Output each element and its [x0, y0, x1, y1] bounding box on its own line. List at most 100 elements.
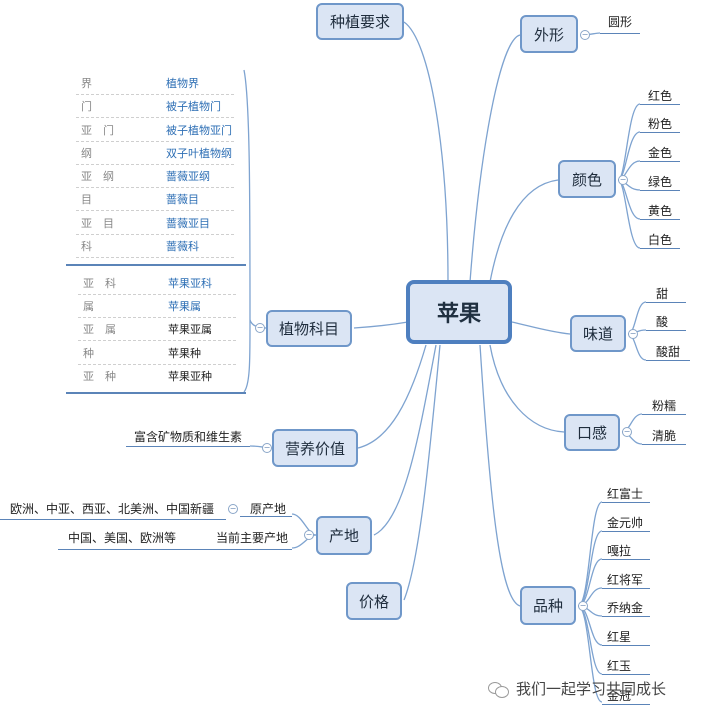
- taxonomy-rank: 界: [81, 77, 92, 90]
- variety-leaf[interactable]: 金元帅: [607, 516, 644, 530]
- taxonomy-rank: 种: [83, 347, 94, 360]
- underline: [640, 161, 680, 162]
- taxonomy-name: 双子叶植物纲: [166, 147, 232, 160]
- underline: [602, 588, 650, 589]
- underline: [640, 104, 680, 105]
- underline: [640, 190, 680, 191]
- nutrition-leaf[interactable]: 富含矿物质和维生素: [134, 430, 243, 444]
- topic-jiage[interactable]: 价格: [346, 582, 402, 620]
- watermark: 我们一起学习共同成长: [488, 678, 666, 699]
- topic-kougan[interactable]: 口感: [564, 414, 620, 451]
- variety-leaf[interactable]: 红富士: [607, 487, 644, 501]
- underline: [0, 519, 226, 520]
- edge-zhongzhi: [403, 21, 449, 283]
- current-region-value[interactable]: 中国、美国、欧洲等: [68, 531, 177, 545]
- color-leaf[interactable]: 绿色: [648, 175, 673, 189]
- block-top-rule: [66, 264, 246, 266]
- collapse-weidao-icon[interactable]: −: [628, 329, 638, 339]
- collapse-waixing-icon[interactable]: −: [580, 30, 590, 40]
- taxonomy-rank: 科: [81, 240, 92, 253]
- collapse-pinzhong-icon[interactable]: −: [578, 601, 588, 611]
- underline: [640, 132, 680, 133]
- topic-pinzhong[interactable]: 品种: [520, 586, 576, 625]
- collapse-yingyang-icon[interactable]: −: [262, 443, 272, 453]
- variety-leaf[interactable]: 嘎拉: [607, 544, 632, 558]
- texture-leaf[interactable]: 清脆: [652, 429, 677, 443]
- underline: [208, 549, 292, 550]
- taxonomy-rank: 亚 门: [81, 124, 114, 137]
- color-leaf[interactable]: 白色: [648, 233, 673, 247]
- watermark-text: 我们一起学习共同成长: [516, 680, 667, 698]
- underline: [602, 531, 650, 532]
- variety-leaf[interactable]: 红将军: [607, 573, 644, 587]
- row-divider: [78, 340, 236, 341]
- row-divider: [76, 234, 234, 235]
- topic-weidao[interactable]: 味道: [570, 315, 626, 352]
- underline: [240, 516, 292, 517]
- topic-zhiwu[interactable]: 植物科目: [266, 310, 352, 347]
- row-divider: [78, 317, 236, 318]
- topic-waixing[interactable]: 外形: [520, 15, 578, 53]
- underline: [642, 444, 686, 445]
- origin-label[interactable]: 原产地: [250, 502, 287, 516]
- underline: [58, 549, 208, 550]
- taxonomy-name: 苹果属: [168, 300, 201, 313]
- underline: [602, 645, 650, 646]
- row-divider: [76, 164, 234, 165]
- collapse-yuanchandi-icon[interactable]: −: [228, 504, 238, 514]
- taxonomy-rank: 亚 种: [83, 370, 116, 383]
- collapse-zhiwu-icon[interactable]: −: [255, 323, 265, 333]
- taxonomy-rank: 属: [83, 300, 94, 313]
- color-leaf[interactable]: 粉色: [648, 117, 673, 131]
- edge-kougan: [489, 344, 565, 433]
- edge-yanse: [489, 179, 559, 283]
- underline: [126, 446, 250, 447]
- root-node[interactable]: 苹果: [406, 280, 512, 344]
- collapse-kougan-icon[interactable]: −: [622, 427, 632, 437]
- taste-leaf[interactable]: 酸甜: [656, 345, 681, 359]
- underline: [602, 674, 650, 675]
- taxonomy-name: 蔷薇科: [166, 240, 199, 253]
- waixing-leaf[interactable]: 圆形: [608, 15, 633, 29]
- collapse-chandi-icon[interactable]: −: [304, 530, 314, 540]
- taste-leaf[interactable]: 酸: [656, 315, 669, 329]
- variety-leaf[interactable]: 红星: [607, 630, 632, 644]
- edge-jiage: [403, 344, 441, 601]
- underline: [646, 330, 686, 331]
- variety-leaf[interactable]: 金冠: [607, 689, 632, 703]
- color-leaf[interactable]: 红色: [648, 89, 673, 103]
- topic-yanse[interactable]: 颜色: [558, 160, 616, 198]
- taxonomy-name: 被子植物门: [166, 100, 221, 113]
- taxonomy-name: 蔷薇亚纲: [166, 170, 210, 183]
- underline: [602, 616, 650, 617]
- collapse-yanse-icon[interactable]: −: [618, 175, 628, 185]
- wechat-icon: [488, 680, 510, 698]
- edge-yingyang: [357, 344, 427, 449]
- topic-zhongzhi[interactable]: 种植要求: [316, 3, 404, 40]
- taxonomy-name: 植物界: [166, 77, 199, 90]
- taxonomy-name: 苹果亚科: [168, 277, 212, 290]
- edge-waixing: [469, 34, 521, 283]
- taxonomy-rank: 门: [81, 100, 92, 113]
- variety-leaf[interactable]: 红玉: [607, 659, 632, 673]
- row-divider: [76, 210, 234, 211]
- topic-chandi[interactable]: 产地: [316, 516, 372, 555]
- taxonomy-rank: 目: [81, 193, 92, 206]
- current-region-label[interactable]: 当前主要产地: [216, 531, 289, 545]
- taxonomy-name: 蔷薇亚目: [166, 217, 210, 230]
- underline: [646, 302, 686, 303]
- color-leaf[interactable]: 金色: [648, 146, 673, 160]
- taste-leaf[interactable]: 甜: [656, 287, 669, 301]
- edge-chandi: [373, 344, 437, 536]
- color-leaf[interactable]: 黄色: [648, 204, 673, 218]
- row-divider: [78, 364, 236, 365]
- block-bottom-rule: [66, 392, 246, 394]
- row-divider: [76, 141, 234, 142]
- variety-leaf[interactable]: 乔纳金: [607, 601, 644, 615]
- topic-yingyang[interactable]: 营养价值: [272, 429, 358, 467]
- origin-value[interactable]: 欧洲、中亚、西亚、北美洲、中国新疆: [10, 502, 215, 516]
- underline: [602, 704, 650, 705]
- taxonomy-rank: 亚 属: [83, 323, 116, 336]
- taxonomy-name: 苹果亚种: [168, 370, 212, 383]
- texture-leaf[interactable]: 粉糯: [652, 399, 677, 413]
